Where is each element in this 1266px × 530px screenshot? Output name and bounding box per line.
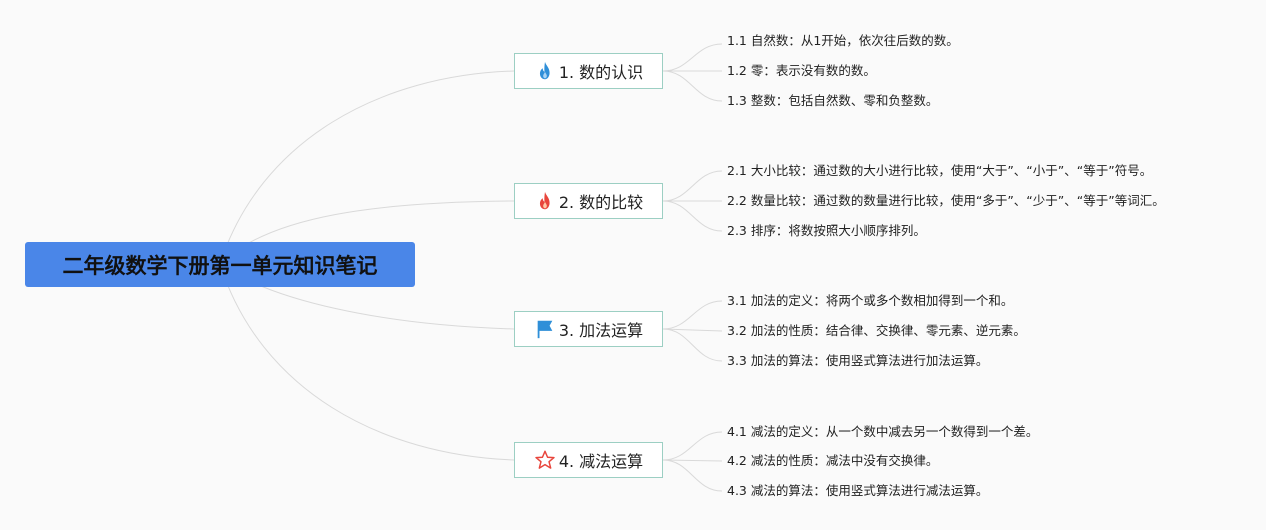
connector-b4-leaf-3 xyxy=(662,459,723,492)
flag-blue-icon xyxy=(534,318,556,340)
leaf-3-3[interactable]: 3.3 加法的算法：使用竖式算法进行加法运算。 xyxy=(727,353,989,368)
connector-b2-leaf-3 xyxy=(662,200,723,232)
fire-red-icon xyxy=(534,190,556,212)
connector-b3-leaf-3 xyxy=(662,328,723,362)
connector-b1-leaf-3 xyxy=(662,70,723,102)
leaf-1-2[interactable]: 1.2 零：表示没有数的数。 xyxy=(727,63,876,78)
connector-b2-leaf-1 xyxy=(662,170,723,202)
leaf-4-3[interactable]: 4.3 减法的算法：使用竖式算法进行减法运算。 xyxy=(727,483,989,498)
connector-root-branch-1 xyxy=(219,70,515,265)
branch-label-1: 1. 数的认识 xyxy=(558,63,644,82)
branch-label-3: 3. 加法运算 xyxy=(558,321,644,340)
leaf-1-3[interactable]: 1.3 整数：包括自然数、零和负整数。 xyxy=(727,93,939,108)
root-title: 二年级数学下册第一单元知识笔记 xyxy=(62,253,378,278)
connector-root-branch-4 xyxy=(219,263,515,461)
leaf-2-2[interactable]: 2.2 数量比较：通过数的数量进行比较，使用“多于”、“少于”、“等于”等词汇。 xyxy=(727,193,1165,208)
connector-b1-leaf-1 xyxy=(662,43,723,72)
connector-b3-leaf-1 xyxy=(662,300,723,330)
branch-topic-4[interactable]: 4. 减法运算 xyxy=(514,442,663,478)
branch-topic-3[interactable]: 3. 加法运算 xyxy=(514,311,663,347)
branch-topic-2[interactable]: 2. 数的比较 xyxy=(514,183,663,219)
branch-label-2: 2. 数的比较 xyxy=(558,193,644,212)
leaf-2-1[interactable]: 2.1 大小比较：通过数的大小进行比较，使用“大于”、“小于”、“等于”符号。 xyxy=(727,163,1153,178)
branch-label-4: 4. 减法运算 xyxy=(558,452,644,471)
leaf-1-1[interactable]: 1.1 自然数：从1开始，依次往后数的数。 xyxy=(727,33,959,48)
leaf-3-2[interactable]: 3.2 加法的性质：结合律、交换律、零元素、逆元素。 xyxy=(727,323,1026,338)
star-outline-icon xyxy=(534,449,556,471)
branch-topic-1[interactable]: 1. 数的认识 xyxy=(514,53,663,89)
fire-blue-icon xyxy=(534,60,556,82)
leaf-4-1[interactable]: 4.1 减法的定义：从一个数中减去另一个数得到一个差。 xyxy=(727,424,1039,439)
root-topic[interactable]: 二年级数学下册第一单元知识笔记 xyxy=(25,242,415,287)
leaf-4-2[interactable]: 4.2 减法的性质：减法中没有交换律。 xyxy=(727,453,939,468)
connector-b4-leaf-2 xyxy=(662,459,723,462)
leaf-3-1[interactable]: 3.1 加法的定义：将两个或多个数相加得到一个和。 xyxy=(727,293,1014,308)
connector-b4-leaf-1 xyxy=(662,431,723,461)
leaf-2-3[interactable]: 2.3 排序：将数按照大小顺序排列。 xyxy=(727,223,926,238)
connector-b3-leaf-2 xyxy=(662,328,723,332)
